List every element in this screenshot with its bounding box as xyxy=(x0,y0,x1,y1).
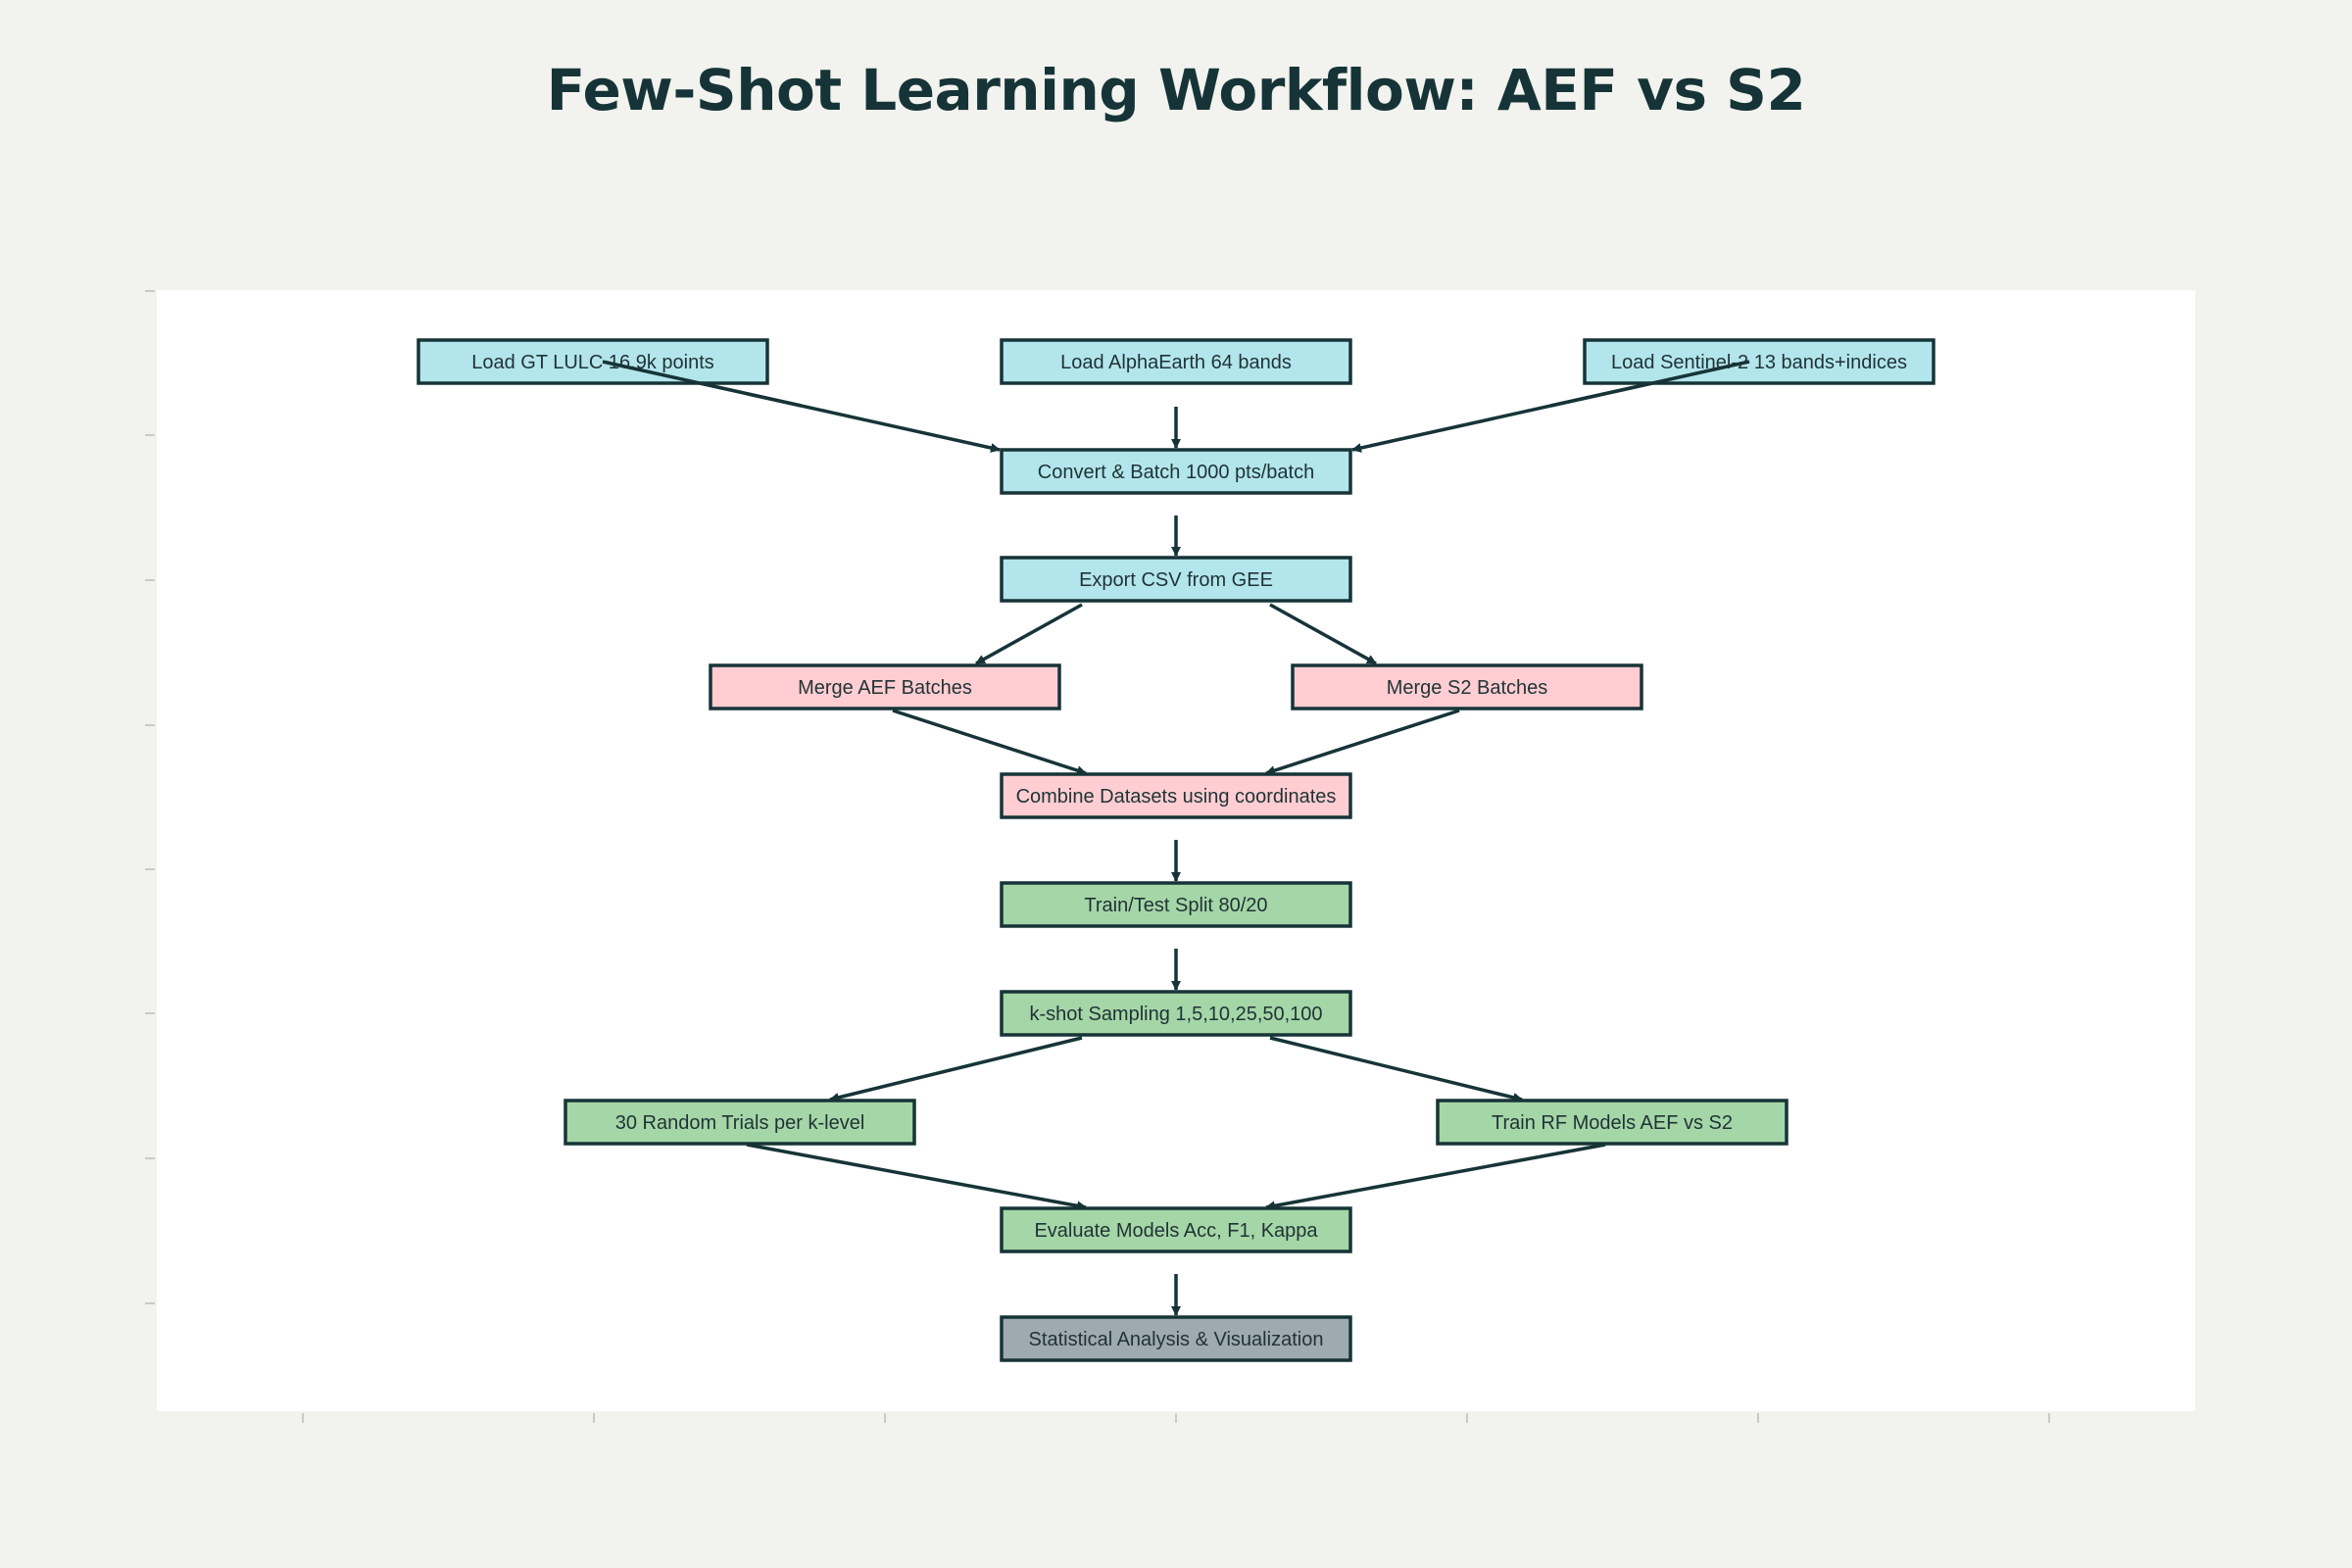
node-load_gt: Load GT LULC 16.9k points xyxy=(416,338,769,385)
node-box xyxy=(1583,338,1936,385)
node-box xyxy=(564,1099,916,1146)
node-label: Load AlphaEarth 64 bands xyxy=(1060,352,1292,373)
node-box xyxy=(1000,990,1352,1037)
node-label: k-shot Sampling 1,5,10,25,50,100 xyxy=(1029,1004,1322,1025)
node-box xyxy=(1436,1099,1788,1146)
node-box xyxy=(1000,1315,1352,1362)
axis-ticks xyxy=(145,290,2050,1423)
node-box xyxy=(1000,556,1352,603)
diagram-title: Few-Shot Learning Workflow: AEF vs S2 xyxy=(546,57,1806,123)
node-box xyxy=(416,338,769,385)
node-label: Load Sentinel-2 13 bands+indices xyxy=(1611,352,1907,373)
node-stats: Statistical Analysis & Visualization xyxy=(1000,1315,1352,1362)
node-label: Train/Test Split 80/20 xyxy=(1084,895,1267,916)
nodes-layer: Load GT LULC 16.9k points Load AlphaEarth… xyxy=(416,338,1936,1362)
node-box xyxy=(1000,881,1352,928)
node-evaluate: Evaluate Models Acc, F1, Kappa xyxy=(1000,1206,1352,1253)
node-box xyxy=(1000,772,1352,819)
node-box xyxy=(1000,1206,1352,1253)
node-combine: Combine Datasets using coordinates xyxy=(1000,772,1352,819)
edge-export-to-merge_aef xyxy=(975,603,1083,665)
node-label: Merge S2 Batches xyxy=(1387,677,1548,699)
node-kshot: k-shot Sampling 1,5,10,25,50,100 xyxy=(1000,990,1352,1037)
node-label: Load GT LULC 16.9k points xyxy=(471,352,714,373)
edge-trials-to-evaluate xyxy=(746,1143,1087,1211)
node-merge_aef: Merge AEF Batches xyxy=(709,663,1061,710)
node-label: 30 Random Trials per k-level xyxy=(615,1112,865,1134)
edge-merge_s2-to-combine xyxy=(1265,709,1460,775)
node-label: Combine Datasets using coordinates xyxy=(1016,786,1337,808)
node-load_aef: Load AlphaEarth 64 bands xyxy=(1000,338,1352,385)
node-label: Evaluate Models Acc, F1, Kappa xyxy=(1034,1220,1318,1242)
node-split: Train/Test Split 80/20 xyxy=(1000,881,1352,928)
edge-export-to-merge_s2 xyxy=(1269,603,1377,665)
node-label: Train RF Models AEF vs S2 xyxy=(1492,1112,1733,1134)
node-export: Export CSV from GEE xyxy=(1000,556,1352,603)
node-box xyxy=(1000,448,1352,495)
node-label: Merge AEF Batches xyxy=(798,677,972,699)
edge-merge_aef-to-combine xyxy=(892,709,1087,775)
node-train_rf: Train RF Models AEF vs S2 xyxy=(1436,1099,1788,1146)
edge-kshot-to-train_rf xyxy=(1269,1036,1523,1102)
edge-kshot-to-trials xyxy=(829,1036,1083,1102)
node-label: Export CSV from GEE xyxy=(1079,569,1273,591)
node-trials: 30 Random Trials per k-level xyxy=(564,1099,916,1146)
edge-overlay-load_gt-to-convert xyxy=(602,360,802,408)
node-box xyxy=(1291,663,1643,710)
node-convert: Convert & Batch 1000 pts/batch xyxy=(1000,448,1352,495)
node-label: Convert & Batch 1000 pts/batch xyxy=(1038,462,1314,483)
node-load_s2: Load Sentinel-2 13 bands+indices xyxy=(1583,338,1936,385)
node-box xyxy=(709,663,1061,710)
node-label: Statistical Analysis & Visualization xyxy=(1029,1329,1324,1350)
node-box xyxy=(1000,338,1352,385)
node-merge_s2: Merge S2 Batches xyxy=(1291,663,1643,710)
edge-train_rf-to-evaluate xyxy=(1265,1143,1606,1211)
edge-overlay-load_s2-to-convert xyxy=(1550,360,1750,408)
